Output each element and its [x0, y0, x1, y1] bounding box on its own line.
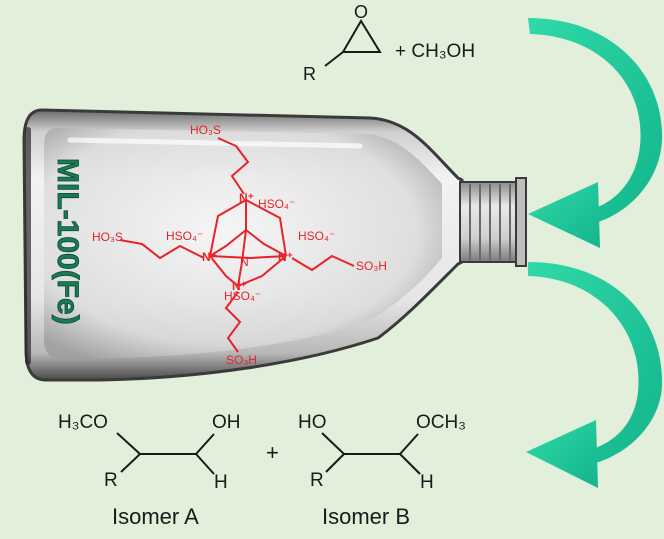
ionic-liquid-structure — [119, 137, 355, 353]
isomer-a-substituent: H₃CO — [58, 412, 108, 433]
nitrogen-right: N⁺ — [278, 250, 293, 264]
nitrogen-bottom: N⁺ — [232, 279, 247, 293]
methanol-label: + CH₃OH — [395, 41, 475, 62]
arm-top — [217, 137, 250, 195]
arrow-out-head — [526, 420, 598, 488]
sulfonate-right: SO₃H — [356, 259, 387, 273]
isomer-b-h: H — [420, 472, 434, 493]
isomer-a-r: R — [104, 470, 118, 491]
sulfonate-top: HO₃S — [190, 123, 221, 137]
isomer-a-structure — [116, 432, 215, 475]
isomer-a-name: Isomer A — [112, 504, 199, 529]
arrow-in — [528, 18, 663, 248]
epoxide-r-bond — [324, 51, 344, 67]
epoxide-oxygen: O — [354, 2, 368, 22]
cage-bonds — [209, 199, 287, 287]
isomer-b-structure — [321, 432, 421, 475]
ionic-liquid-labels: HO₃S HO₃S SO₃H SO₃H N⁺ N⁺ N⁺ N⁺ N HSO₄⁻ … — [92, 123, 387, 367]
arrow-out-shaft — [528, 262, 663, 466]
bottle-threads — [469, 184, 511, 260]
sulfonate-bottom: SO₃H — [226, 353, 257, 367]
bisulfate-top: HSO₄⁻ — [258, 197, 295, 211]
sulfonate-left: HO₃S — [92, 230, 123, 244]
arm-bottom — [224, 291, 242, 353]
reactant-epoxide — [324, 19, 382, 67]
epoxide-r: R — [303, 64, 316, 84]
nitrogen-center: N — [240, 255, 249, 269]
arm-left — [119, 239, 205, 260]
bottle-shine — [67, 137, 363, 149]
isomer-b-r: R — [310, 470, 324, 491]
arrow-out — [526, 262, 663, 488]
nitrogen-top: N⁺ — [239, 191, 254, 205]
isomer-b-substituent: OCH₃ — [416, 412, 466, 433]
epoxide-ring — [341, 19, 382, 53]
arrow-in-head — [528, 182, 600, 248]
product-plus: + — [266, 440, 279, 465]
bisulfate-right: HSO₄⁻ — [298, 229, 335, 243]
arrow-in-shaft — [528, 18, 663, 226]
bottle-inner — [44, 128, 442, 358]
bisulfate-bottom: HSO₄⁻ — [224, 289, 261, 303]
isomer-a-h: H — [214, 472, 228, 493]
nitrogen-left: N⁺ — [202, 250, 217, 264]
bottle-lip — [515, 177, 527, 267]
catalyst-label: MIL-100(Fe) — [51, 158, 84, 325]
bisulfate-left: HSO₄⁻ — [166, 229, 203, 243]
arm-right — [291, 254, 355, 272]
isomer-b-name: Isomer B — [322, 504, 410, 529]
isomer-a-hydroxyl: OH — [212, 412, 241, 433]
bottle — [22, 108, 527, 382]
isomer-b-hydroxyl: HO — [298, 412, 327, 433]
